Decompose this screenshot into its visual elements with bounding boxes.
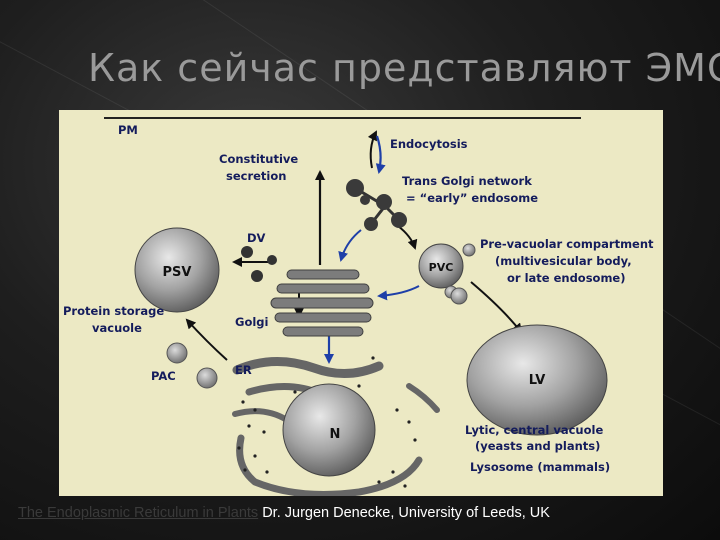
lytic-vacuole	[466, 324, 608, 436]
constitutive-label-line2: secretion	[226, 169, 286, 183]
pvc-label: PVC	[429, 261, 454, 274]
lv-label: LV	[529, 373, 546, 388]
tgn-label-line1: Trans Golgi network	[402, 174, 532, 188]
tgn-label-line2: = “early” endosome	[406, 191, 538, 205]
diagram-canvas: PSV PVC LV N PM Endocytosis Constitutive…	[63, 117, 654, 496]
tgn-to-pvc-arrow	[397, 225, 418, 250]
source-link[interactable]: The Endoplasmic Reticulum in Plants	[18, 505, 259, 521]
lytic-desc-line1: Lytic, central vacuole	[465, 423, 603, 437]
pac-to-psv-arrow	[185, 318, 228, 361]
psv-organelle	[134, 227, 220, 313]
image-caption: The Endoplasmic Reticulum in Plants Dr. …	[18, 505, 718, 521]
er-label: ER	[235, 363, 252, 377]
ems-diagram: PSV PVC LV N PM Endocytosis Constitutive…	[59, 110, 663, 496]
pvc-desc-line2: (multivesicular body,	[495, 254, 632, 268]
ribosomes	[237, 356, 417, 488]
slide-title: Как сейчас представляют ЭМС	[88, 46, 720, 90]
psv-label: PSV	[163, 265, 192, 280]
pvc-organelle	[418, 243, 476, 305]
lysosome-label: Lysosome (mammals)	[470, 460, 610, 474]
pvc-to-golgi-arrow	[377, 285, 420, 301]
exocytosis-arrow	[367, 130, 377, 169]
pvc-desc-line3: or late endosome)	[507, 271, 625, 285]
psv-desc-line2: vacuole	[92, 321, 142, 335]
pvc-to-lv-arrow	[470, 281, 523, 334]
dense-vesicles	[241, 246, 277, 282]
pm-label: PM	[118, 123, 138, 137]
psv-desc-line1: Protein storage	[63, 304, 164, 318]
endocytosis-arrow	[375, 135, 386, 174]
endocytosis-label: Endocytosis	[390, 137, 468, 151]
golgi-label: Golgi	[235, 315, 268, 329]
author-credit: Dr. Jurgen Denecke, University of Leeds,…	[262, 505, 550, 521]
dv-label: DV	[247, 231, 266, 245]
golgi-stack	[270, 269, 374, 337]
pvc-desc-line1: Pre-vacuolar compartment	[480, 237, 654, 251]
pac-label: PAC	[151, 369, 176, 383]
lytic-desc-line2: (yeasts and plants)	[475, 439, 600, 453]
nucleus-label: N	[330, 427, 341, 442]
trans-golgi-network	[346, 179, 407, 231]
pac-vesicle	[166, 342, 188, 364]
pac-vesicle	[196, 367, 218, 389]
constitutive-label-line1: Constitutive	[219, 152, 298, 166]
tgn-to-golgi-arrow	[338, 229, 362, 262]
nucleus	[282, 383, 376, 477]
